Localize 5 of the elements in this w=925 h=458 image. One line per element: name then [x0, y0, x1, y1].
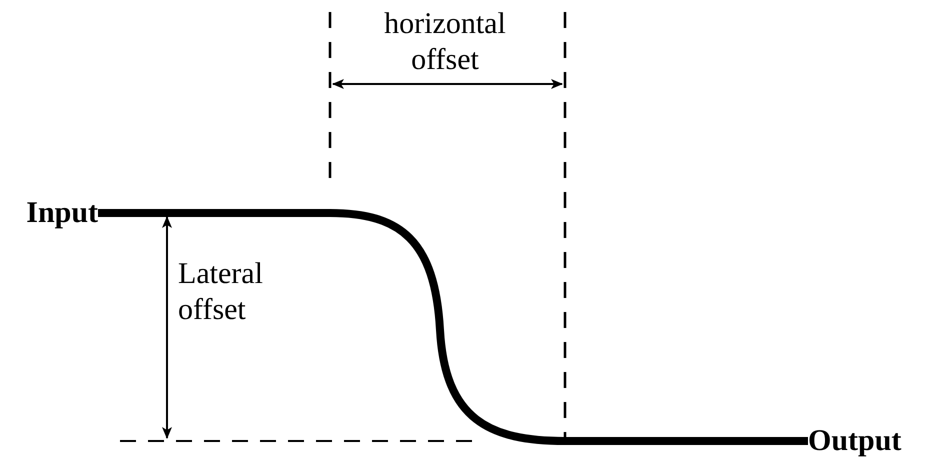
dimension-label: Lateral offset	[178, 256, 264, 328]
endpoint-label: Input	[6, 196, 98, 230]
thick-curve	[98, 209, 808, 445]
dimension-label: horizontal offset	[383, 6, 507, 78]
endpoint-label: Output	[808, 424, 918, 458]
